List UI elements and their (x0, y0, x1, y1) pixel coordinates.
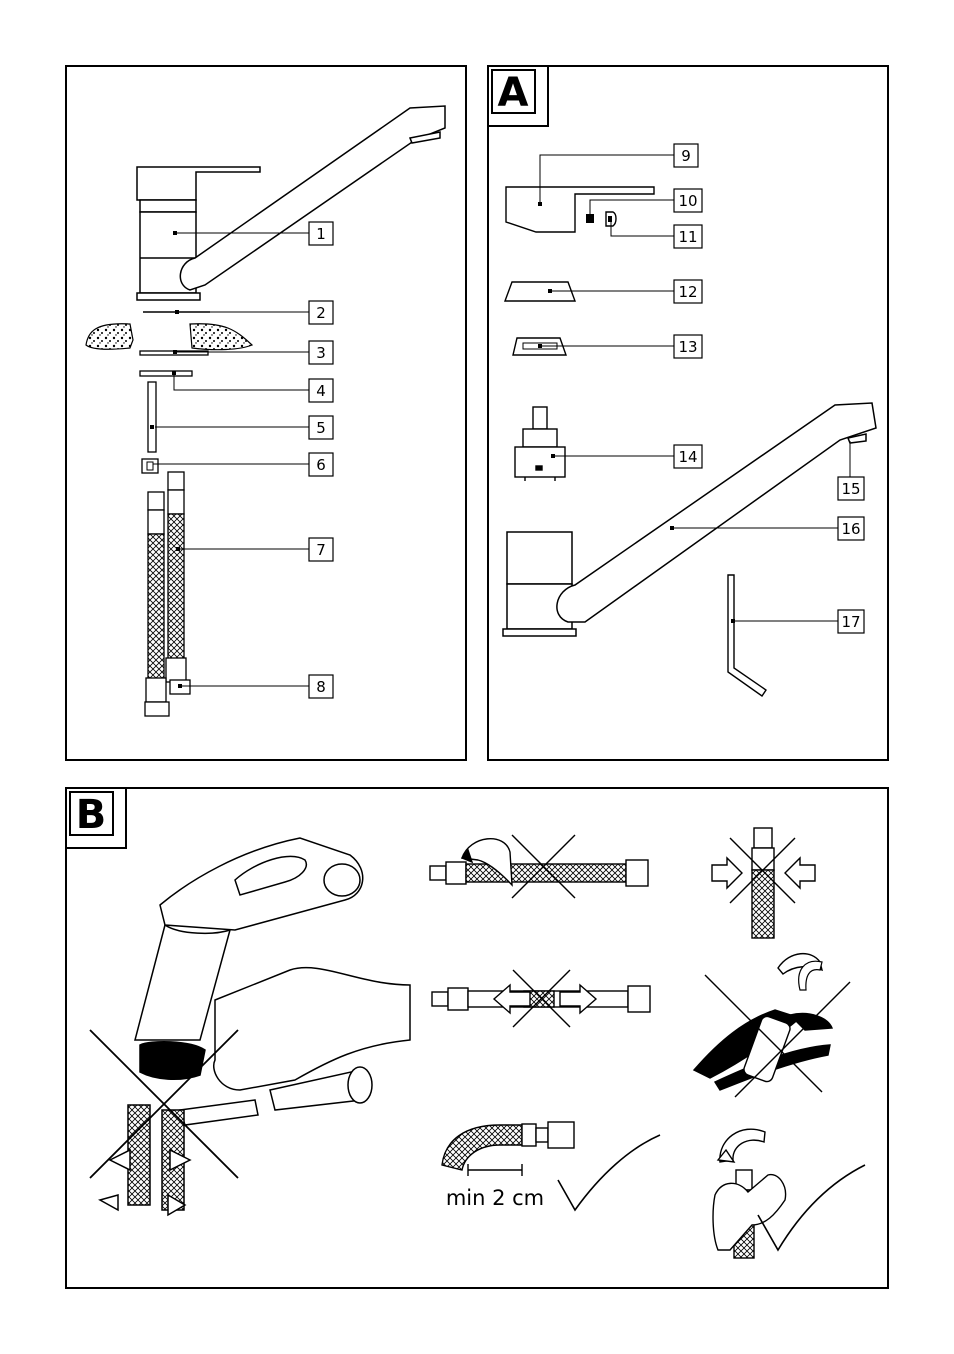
callout-13: 13 (678, 338, 697, 356)
pliers-wrong (694, 954, 850, 1097)
faucet-assembly (137, 106, 445, 300)
faucet-body (503, 403, 876, 636)
callout-12: 12 (678, 283, 697, 301)
callout-10: 10 (678, 192, 697, 210)
callout-11: 11 (678, 228, 697, 246)
callout-8: 8 (316, 678, 326, 696)
hose-squeeze-wrong (712, 828, 815, 938)
callout-17: 17 (841, 613, 860, 631)
callout-2: 2 (316, 304, 326, 322)
panel-parts-left: 1 2 3 4 5 6 7 8 (66, 66, 466, 760)
callout-15: 15 (841, 480, 860, 498)
callout-6: 6 (316, 456, 326, 474)
callouts-a: 9 10 11 12 13 14 15 16 17 (674, 144, 864, 633)
callout-7: 7 (316, 541, 326, 559)
callouts-left: 1 2 3 4 5 6 7 8 (309, 222, 333, 698)
callout-9: 9 (681, 147, 691, 165)
cartridge (515, 407, 565, 481)
hose-pair (145, 472, 190, 716)
hose-twist-wrong (430, 835, 648, 898)
callout-3: 3 (316, 344, 326, 362)
panel-a: A (488, 66, 888, 760)
callout-1: 1 (316, 225, 326, 243)
wrong-tool-illustration (100, 838, 410, 1215)
callout-14: 14 (678, 448, 697, 466)
min-distance-label: min 2 cm (446, 1186, 544, 1210)
hose-stretch-wrong (432, 970, 650, 1027)
callout-5: 5 (316, 419, 326, 437)
panel-b: B (66, 788, 888, 1288)
callout-16: 16 (841, 520, 860, 538)
hand-tighten-correct (713, 1129, 865, 1258)
callout-4: 4 (316, 382, 326, 400)
panel-b-label: B (76, 792, 107, 838)
panel-a-label: A (498, 70, 529, 116)
